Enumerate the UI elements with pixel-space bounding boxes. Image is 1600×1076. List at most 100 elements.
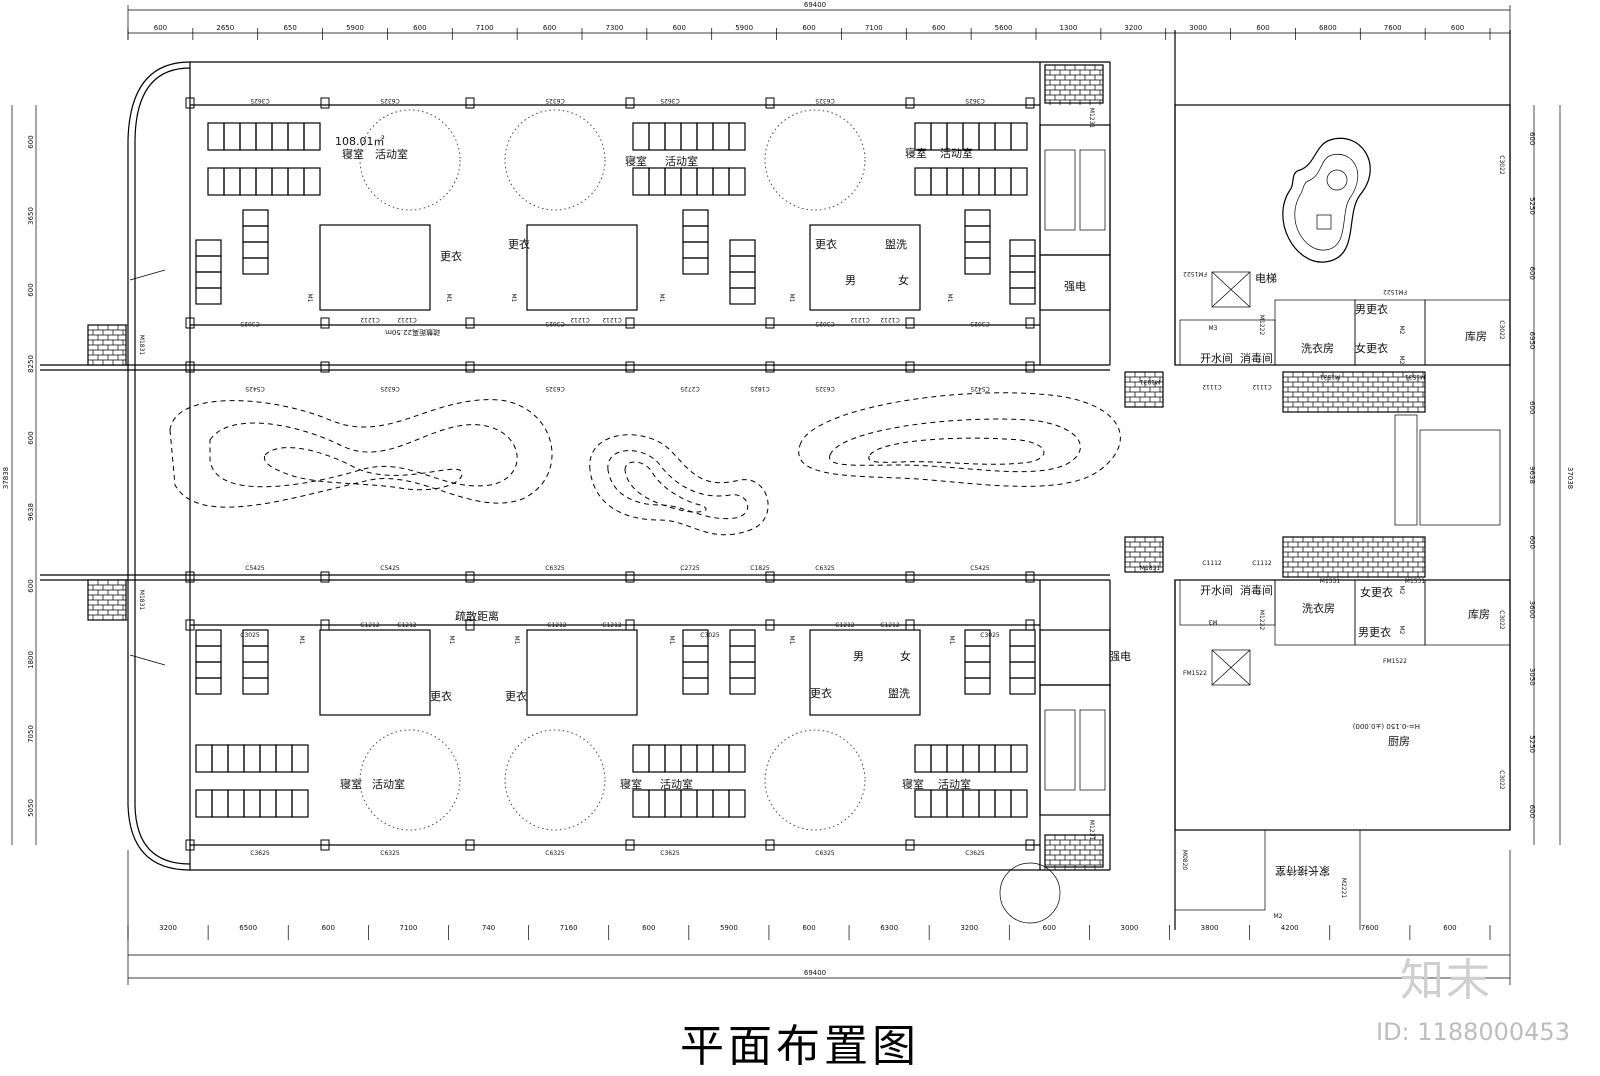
dimension-lines	[11, 5, 1561, 985]
tag-misc-33: M1	[306, 294, 313, 303]
tag-mid-top-7: C1212	[850, 316, 870, 323]
tag-mid-top-8: C1212	[880, 316, 900, 323]
dim-left-6: 600	[27, 579, 35, 592]
label-women-locker-2: 女更衣	[1360, 585, 1393, 599]
tag-misc-41: M1	[513, 636, 520, 645]
tag-misc-19: M1531	[1405, 578, 1426, 585]
bed-col-bottom-2	[682, 629, 709, 695]
dim-bottom-3: 7100	[399, 924, 417, 932]
dim-top-15: 3200	[1124, 24, 1142, 32]
tag-mid-top-9: C3025	[970, 320, 990, 327]
label-activity-2: 活动室	[665, 154, 698, 168]
label-changing-2: 更衣	[508, 237, 530, 251]
dim-left-0: 600	[27, 135, 35, 148]
dim-top-16: 3000	[1189, 24, 1207, 32]
dim-bottom-15: 7600	[1361, 924, 1379, 932]
tag-bottom-2: C6325	[545, 850, 565, 857]
tag-misc-35: M1	[510, 294, 517, 303]
tag-mid-bottom-0: C3025	[240, 632, 260, 639]
tag-top-0: C3625	[250, 97, 270, 104]
label-male-1: 男	[845, 274, 856, 287]
dim-top-5: 7100	[476, 24, 494, 32]
bed-col-bottom-4	[964, 629, 991, 695]
brick-block-3	[87, 324, 127, 366]
dim-bottom-5: 7160	[560, 924, 578, 932]
label-female-1: 女	[898, 273, 909, 287]
dim-right-3: 6950	[1528, 332, 1536, 350]
brick-block-6	[1124, 536, 1164, 573]
label-storage-2: 库房	[1468, 608, 1490, 621]
dim-right-6: 600	[1528, 536, 1536, 549]
label-activity-3: 活动室	[940, 146, 973, 160]
bed-col-top-1	[242, 209, 269, 275]
tag-misc-27: M2	[1398, 356, 1405, 365]
bed-row-top-0	[207, 122, 321, 151]
dim-bottom-6: 600	[642, 924, 655, 932]
label-power-2: 强电	[1109, 650, 1131, 663]
brick-block-1	[1044, 64, 1104, 105]
tag-misc-12: FM1522	[1383, 288, 1407, 295]
label-washroom-1: 盥洗	[885, 238, 907, 251]
tag-mid-bottom-5: C3025	[700, 632, 720, 639]
tag-court-top-5: C6325	[815, 385, 835, 392]
label-disinfect-1: 消毒间	[1240, 351, 1273, 365]
tag-misc-25: M3	[1208, 618, 1217, 625]
tag-misc-21: C1112	[1252, 383, 1272, 390]
total-width-top: 69400	[804, 1, 826, 9]
tag-court-top-0: C5425	[245, 385, 265, 392]
tag-misc-1: C3022	[1498, 320, 1505, 340]
dim-top-4: 600	[413, 24, 426, 32]
label-washroom-2: 盥洗	[888, 687, 910, 700]
tag-bottom-0: C3625	[250, 850, 270, 857]
dim-top-12: 600	[932, 24, 945, 32]
label-activity-1: 活动室	[375, 147, 408, 161]
tag-court-bottom-2: C6325	[545, 565, 565, 572]
label-area: 108.01㎡	[335, 135, 385, 148]
tag-misc-44: M1	[948, 636, 955, 645]
label-changing-5: 更衣	[505, 689, 527, 703]
tag-court-bottom-4: C1825	[750, 565, 770, 572]
dim-top-14: 1300	[1060, 24, 1078, 32]
bed-row-bottom-2	[632, 744, 746, 773]
label-evac-distance-short: 疏散距离	[455, 609, 499, 623]
label-kitchen: 厨房	[1388, 735, 1410, 748]
tag-misc-31: M0820	[1181, 850, 1188, 871]
garden-feature	[999, 137, 1371, 924]
bed-col-bottom-3	[729, 629, 756, 695]
tag-mid-top-6: C3025	[815, 320, 835, 327]
watermark-logo: 知末	[1400, 955, 1492, 1006]
tag-misc-40: M1	[448, 636, 455, 645]
dim-right-0: 600	[1528, 132, 1536, 145]
label-laundry-2: 洗衣房	[1302, 601, 1335, 615]
tag-court-bottom-1: C5425	[380, 565, 400, 572]
tag-mid-bottom-7: C1212	[880, 622, 900, 629]
washroom-blocks	[319, 224, 921, 716]
dim-bottom-2: 600	[322, 924, 335, 932]
brick-block-5	[1124, 371, 1164, 408]
bed-row-top-4	[914, 122, 1028, 151]
tag-mid-bottom-2: C1212	[397, 622, 417, 629]
tag-mid-bottom-8: C3025	[980, 632, 1000, 639]
dim-right-5: 9638	[1528, 466, 1536, 484]
bed-row-bottom-4	[914, 744, 1028, 773]
tag-bottom-5: C3625	[965, 850, 985, 857]
tag-misc-32: M2221	[1340, 878, 1347, 899]
label-bedroom-2: 寝室	[625, 154, 647, 168]
tag-court-bottom-6: C5425	[970, 565, 990, 572]
tag-top-1: C6325	[380, 97, 400, 104]
dim-bottom-16: 600	[1443, 924, 1456, 932]
tag-misc-11: FM1522	[1183, 670, 1207, 677]
dim-top-9: 5900	[735, 24, 753, 32]
dim-bottom-14: 4200	[1281, 924, 1299, 932]
dim-left-8: 7050	[27, 725, 35, 743]
tag-mid-top-4: C1212	[570, 316, 590, 323]
tag-misc-23: C1112	[1252, 560, 1272, 567]
label-changing-6: 更衣	[810, 686, 832, 700]
bed-row-top-5	[914, 167, 1028, 196]
brick-block-4	[87, 579, 127, 621]
dim-top-11: 7100	[865, 24, 883, 32]
tag-court-top-3: C2725	[680, 385, 700, 392]
